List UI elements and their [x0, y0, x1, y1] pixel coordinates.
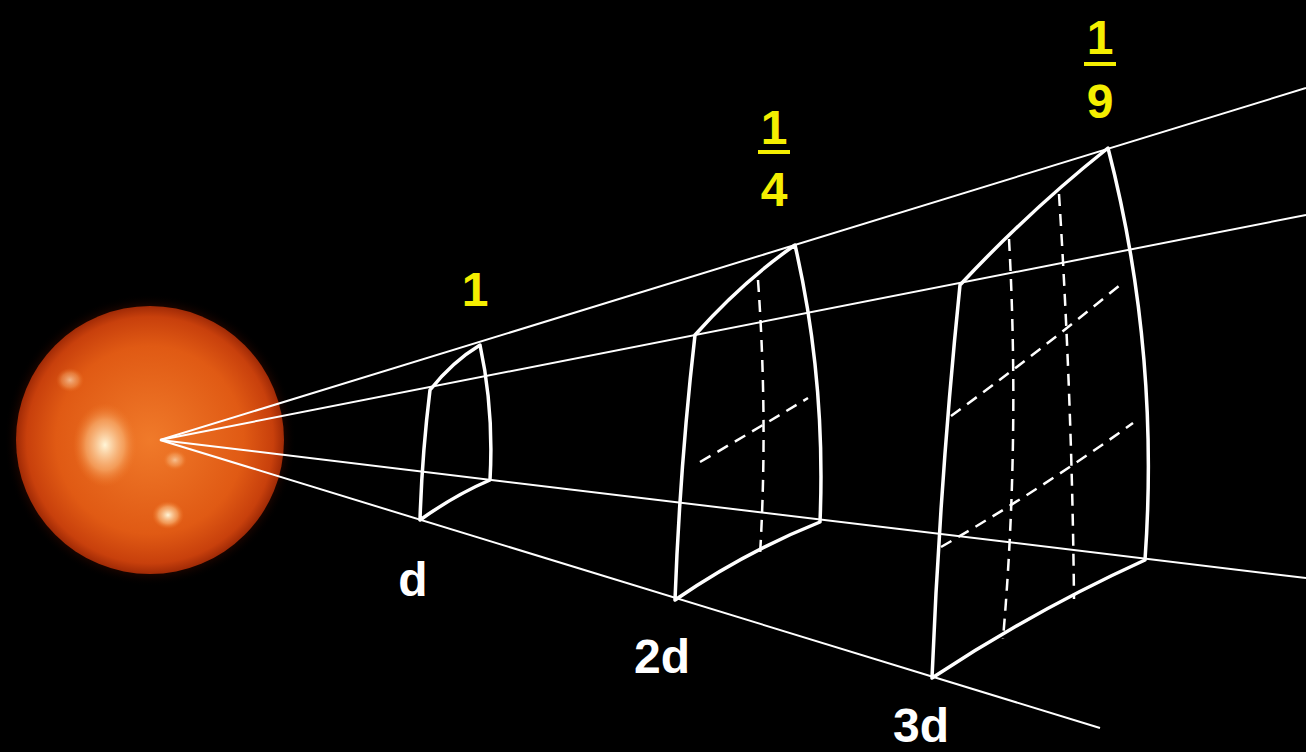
fraction-denominator: 9	[1087, 78, 1114, 126]
fraction-denominator: 4	[761, 166, 788, 214]
rays	[160, 88, 1306, 728]
fraction-numerator: 1	[761, 104, 788, 152]
distance-label: 2d	[634, 633, 690, 681]
distance-label: 3d	[893, 702, 949, 750]
grid-lines	[700, 194, 1133, 639]
area-squares	[420, 148, 1148, 678]
fraction-numerator: 1	[1087, 14, 1114, 62]
intensity-value: 1	[462, 266, 489, 314]
sun	[4, 294, 296, 586]
distance-label: d	[398, 556, 427, 604]
fraction-bars	[758, 64, 1116, 152]
